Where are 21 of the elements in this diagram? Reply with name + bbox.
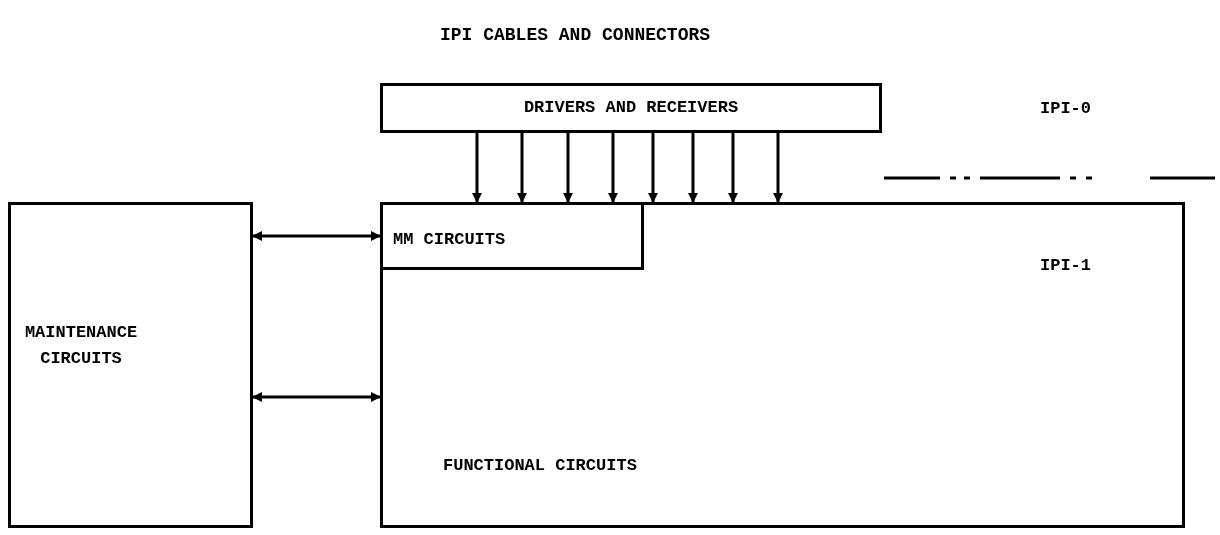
arrow: [773, 133, 783, 203]
arrow: [728, 133, 738, 203]
arrow: [252, 231, 381, 241]
arrow: [252, 392, 381, 402]
arrow: [472, 133, 482, 203]
arrow: [648, 133, 658, 203]
level-label: IPI-1: [1040, 255, 1091, 277]
level-label: IPI-0: [1040, 98, 1091, 120]
process-box: [380, 83, 882, 133]
box-label: DRIVERS AND RECEIVERS: [522, 97, 740, 120]
diagram-title: IPI CABLES AND CONNECTORS: [440, 24, 711, 47]
box-label: MAINTENANCE CIRCUITS: [23, 322, 139, 370]
box-label: MM CIRCUITS: [393, 229, 506, 251]
box-label: FUNCTIONAL CIRCUITS: [443, 455, 637, 477]
arrow: [688, 133, 698, 203]
arrow: [608, 133, 618, 203]
arrow: [563, 133, 573, 203]
process-box: [380, 202, 1185, 528]
arrow: [517, 133, 527, 203]
process-box: [380, 202, 644, 270]
process-box: [8, 202, 253, 528]
